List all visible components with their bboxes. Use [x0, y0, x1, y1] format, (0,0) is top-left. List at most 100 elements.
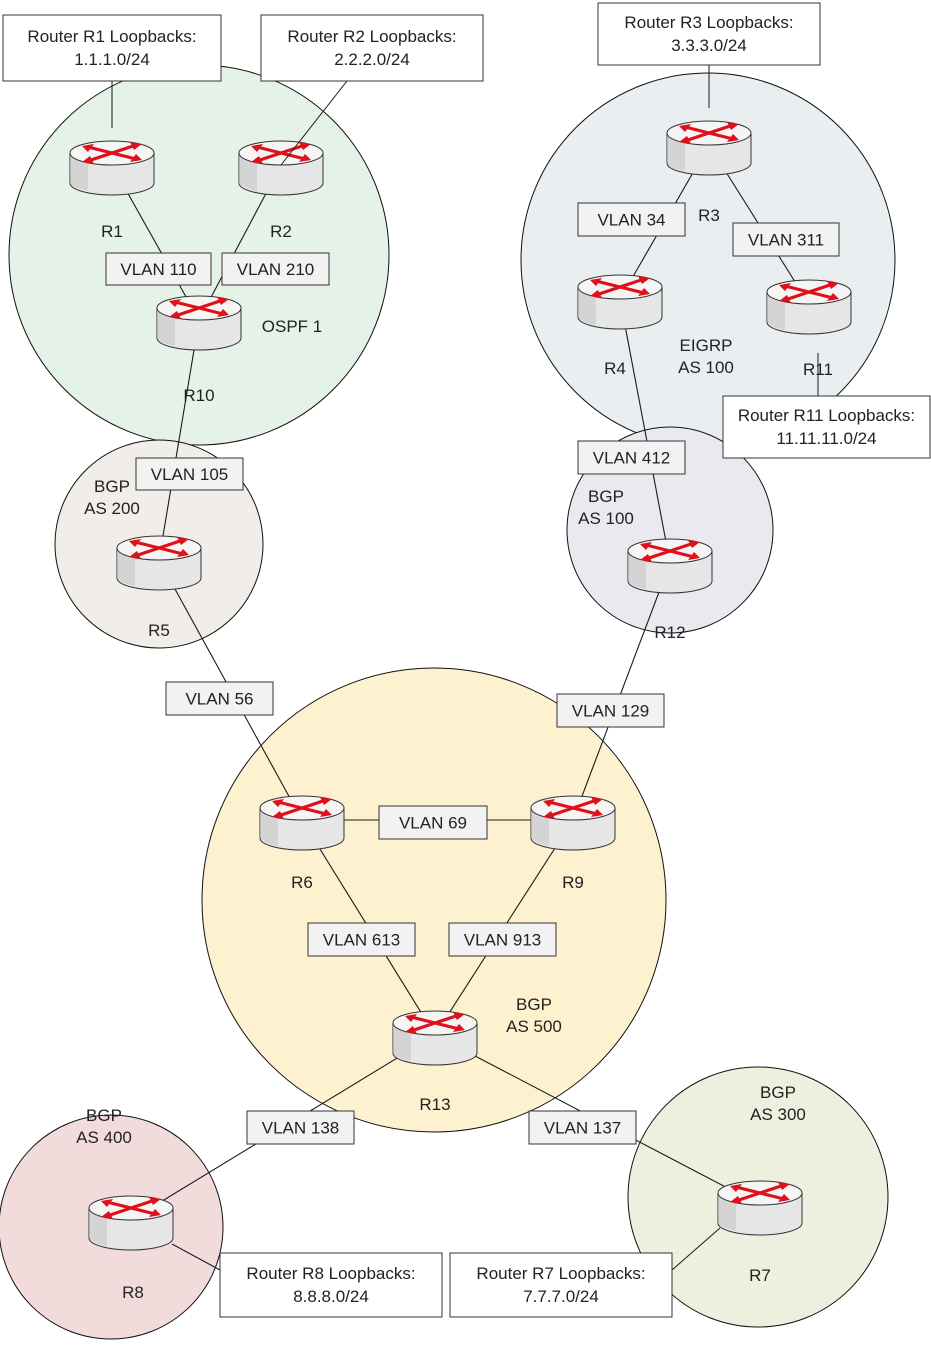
callout-prefix-r1: 1.1.1.0/24: [74, 50, 150, 69]
vlan-box: [528, 1110, 637, 1145]
router-label-r3: R3: [698, 206, 720, 225]
router-arrows-icon: [101, 1197, 161, 1219]
router-r8[interactable]: R8: [88, 1195, 174, 1302]
router-arrows-icon: [730, 1182, 790, 1204]
router-arrows-icon: [590, 276, 650, 298]
vlan-text-vlan913: VLAN 913: [464, 931, 542, 950]
router-r13[interactable]: R13: [392, 1010, 478, 1114]
vlan-text-vlan56: VLAN 56: [185, 690, 253, 709]
callout-prefix-r8: 8.8.8.0/24: [293, 1287, 369, 1306]
router-shade: [718, 1193, 736, 1231]
vlan-label-vlan311: VLAN 311: [732, 222, 840, 257]
loopback-callout-r2: Router R2 Loopbacks:2.2.2.0/24: [260, 14, 484, 166]
router-r5[interactable]: R5: [116, 535, 202, 640]
vlan-box: [105, 252, 212, 286]
vlan-text-vlan138: VLAN 138: [262, 1119, 340, 1138]
vlan-box: [135, 457, 244, 491]
vlan-label-vlan105: VLAN 105: [135, 457, 244, 491]
vlan-label-vlan69: VLAN 69: [378, 805, 488, 840]
router-label-r2: R2: [270, 222, 292, 241]
vlan-text-vlan34: VLAN 34: [597, 211, 665, 230]
vlan-box: [556, 693, 665, 728]
router-arrows-icon: [679, 122, 739, 144]
loopback-callout-r7: Router R7 Loopbacks:7.7.7.0/24: [449, 1227, 721, 1318]
router-r7[interactable]: R7: [717, 1180, 803, 1285]
callout-leader: [280, 80, 348, 166]
router-arrows-icon: [779, 281, 839, 303]
router-icon-r3: [666, 120, 752, 176]
domain-label-bgp100: AS 100: [578, 509, 634, 528]
domain-label-bgp500: BGP: [516, 995, 552, 1014]
link-line-vlan129: [572, 562, 671, 821]
router-icon-r8: [88, 1195, 174, 1251]
router-label-r5: R5: [148, 621, 170, 640]
vlan-text-vlan613: VLAN 613: [323, 931, 401, 950]
vlan-box: [165, 681, 274, 716]
router-label-r6: R6: [291, 873, 313, 892]
router-r1[interactable]: R1: [69, 140, 155, 241]
vlan-box: [448, 922, 557, 957]
router-arrows-icon: [272, 797, 332, 819]
domain-label-bgp200: BGP: [94, 477, 130, 496]
domain-label-bgp400: AS 400: [76, 1128, 132, 1147]
domain-circle-bgp100: [566, 426, 774, 634]
vlan-box: [577, 202, 686, 237]
vlan-label-vlan613: VLAN 613: [307, 922, 416, 957]
vlan-label-vlan138: VLAN 138: [246, 1110, 355, 1145]
callout-box: [597, 2, 821, 66]
router-shade: [70, 153, 88, 191]
vlan-text-vlan311: VLAN 311: [748, 231, 824, 250]
callout-box: [260, 14, 484, 82]
vlan-label-vlan137: VLAN 137: [528, 1110, 637, 1145]
vlan-text-vlan105: VLAN 105: [151, 465, 229, 484]
router-r9[interactable]: R9: [530, 795, 616, 892]
callout-prefix-r7: 7.7.7.0/24: [523, 1287, 599, 1306]
domain-label-bgp500: AS 500: [506, 1017, 562, 1036]
router-label-r7: R7: [749, 1266, 771, 1285]
router-shade: [260, 808, 278, 846]
vlan-label-vlan129: VLAN 129: [556, 693, 665, 728]
callout-box: [722, 395, 931, 459]
router-arrows-icon: [405, 1012, 465, 1034]
router-shade: [767, 292, 785, 330]
link-line-vlan412: [619, 298, 671, 564]
router-r2[interactable]: R2: [238, 140, 324, 241]
router-r10[interactable]: R10: [156, 295, 242, 405]
router-label-r12: R12: [654, 623, 685, 642]
router-r12[interactable]: R12: [627, 538, 713, 642]
vlan-box: [577, 440, 686, 475]
router-icon-r2: [238, 140, 324, 196]
vlan-label-vlan56: VLAN 56: [165, 681, 274, 716]
router-r6[interactable]: R6: [259, 795, 345, 892]
callout-leader: [171, 1243, 221, 1271]
router-label-r13: R13: [419, 1095, 450, 1114]
router-shade: [89, 1208, 107, 1246]
router-arrows-icon: [543, 797, 603, 819]
vlan-text-vlan210: VLAN 210: [237, 260, 315, 279]
loopback-callout-r8: Router R8 Loopbacks: 8.8.8.0/24: [171, 1243, 443, 1318]
domain-label-ospf: OSPF 1: [262, 317, 322, 336]
router-r4[interactable]: R4: [577, 274, 663, 378]
callout-title-r2: Router R2 Loopbacks:: [287, 27, 456, 46]
domain-label-bgp400: BGP: [86, 1106, 122, 1125]
router-shade: [393, 1023, 411, 1061]
callout-title-r8: Router R8 Loopbacks:: [246, 1264, 415, 1283]
router-icon-r7: [717, 1180, 803, 1236]
router-label-r4: R4: [604, 359, 626, 378]
router-icon-r13: [392, 1010, 478, 1066]
callout-title-r11: Router R11 Loopbacks:: [738, 406, 915, 425]
router-icon-r6: [259, 795, 345, 851]
vlan-text-vlan412: VLAN 412: [593, 449, 671, 468]
callout-prefix-r11: 11.11.11.0/24: [776, 429, 876, 448]
domain-label-eigrp: EIGRP: [680, 336, 733, 355]
vlan-box: [221, 252, 330, 286]
router-label-r9: R9: [562, 873, 584, 892]
loopback-callout-r3: Router R3 Loopbacks:3.3.3.0/24: [597, 2, 821, 108]
vlan-text-vlan110: VLAN 110: [120, 260, 196, 279]
router-r3[interactable]: R3: [666, 120, 752, 225]
domain-label-bgp200: AS 200: [84, 499, 140, 518]
